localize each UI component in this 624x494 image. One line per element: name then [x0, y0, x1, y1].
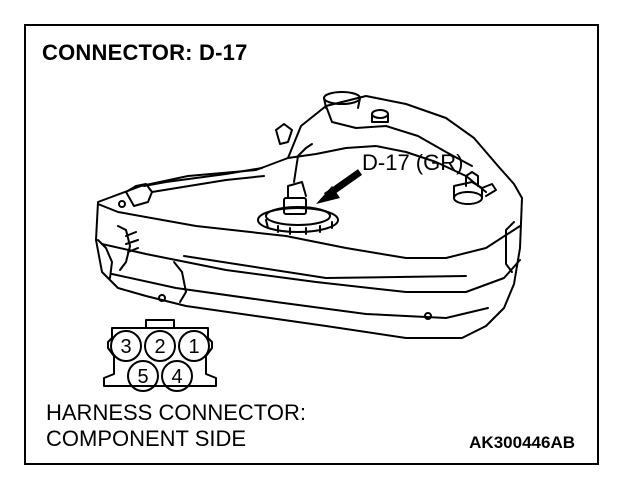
- connector-title: CONNECTOR: D-17: [42, 40, 248, 65]
- pin-2-label: 2: [154, 336, 165, 358]
- pin-4: [161, 360, 193, 392]
- pin-4-label: 4: [171, 366, 182, 388]
- pin-1: [178, 330, 210, 362]
- diagram-frame: CONNECTOR: D-17: [24, 24, 599, 465]
- figure-code: AK300446AB: [469, 433, 575, 452]
- fuel-tank-illustration: 3 2 1 5 4: [95, 91, 523, 392]
- pointer-arrow: [316, 169, 363, 204]
- pin-2: [144, 330, 176, 362]
- harness-caption-line-2: COMPONENT SIDE: [46, 426, 247, 451]
- connector-callout-label: D-17 (GR): [362, 150, 464, 175]
- pin-3: [110, 330, 142, 362]
- pin-1-label: 1: [188, 336, 199, 358]
- harness-caption: HARNESS CONNECTOR: COMPONENT SIDE: [46, 400, 306, 452]
- connector-face: [103, 319, 217, 392]
- harness-caption-line-1: HARNESS CONNECTOR:: [46, 400, 306, 425]
- pin-5-label: 5: [137, 366, 148, 388]
- pin-3-label: 3: [120, 336, 131, 358]
- pin-5: [127, 360, 159, 392]
